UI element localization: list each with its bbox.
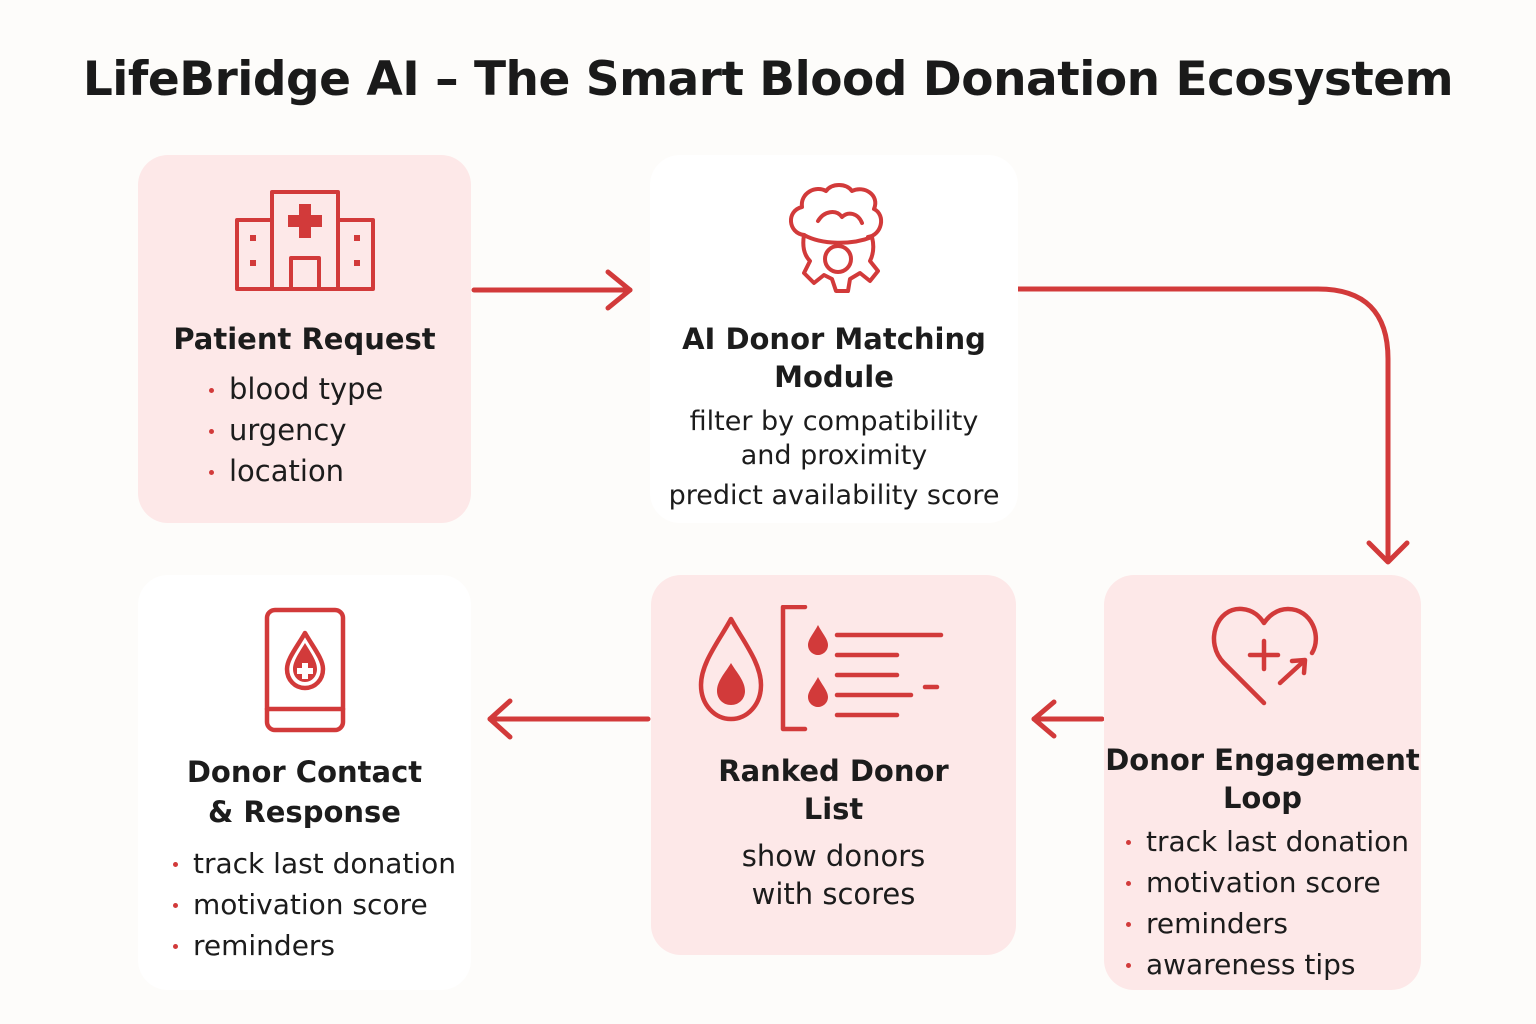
patient-request-card: Patient Request blood type urgency locat… <box>138 155 471 523</box>
ranked-list-card: Ranked Donor List show donors with score… <box>651 575 1016 955</box>
contact-card: Donor Contact & Response track last dona… <box>138 575 471 990</box>
ranked-list-title: Ranked Donor List <box>651 752 1016 828</box>
ranked-list-text-line1: show donors <box>741 839 926 873</box>
list-item: reminders <box>1124 903 1409 944</box>
engagement-card: Donor Engagement Loop track last donatio… <box>1104 575 1421 990</box>
ai-matching-description: filter by compatibility and proximity pr… <box>650 405 1018 513</box>
ai-matching-title: AI Donor Matching Module <box>650 320 1018 396</box>
arrow-ranked-to-contact <box>487 698 651 740</box>
ai-matching-card: AI Donor Matching Module filter by compa… <box>650 155 1018 523</box>
ranked-list-title-line2: List <box>803 792 864 826</box>
ai-matching-text-line2: and proximity <box>740 440 928 471</box>
contact-title-line1: Donor Contact <box>186 755 423 789</box>
ranked-list-title-line1: Ranked Donor <box>718 754 949 788</box>
list-item: track last donation <box>1124 821 1409 862</box>
hospital-icon <box>235 190 375 291</box>
engagement-title-line2: Loop <box>1222 781 1303 815</box>
list-item: track last donation <box>171 843 456 884</box>
patient-request-list: blood type urgency location <box>207 369 383 492</box>
arrow-engagement-to-ranked <box>1031 699 1105 739</box>
patient-request-title: Patient Request <box>173 322 436 356</box>
list-item: reminders <box>171 925 456 966</box>
blood-drop-list-icon <box>698 605 944 732</box>
engagement-title-line1: Donor Engagement <box>1105 743 1420 777</box>
list-item: motivation score <box>1124 862 1409 903</box>
list-item: awareness tips <box>1124 944 1409 985</box>
list-item: urgency <box>207 410 383 451</box>
list-item: motivation score <box>171 884 456 925</box>
ai-matching-title-line2: Module <box>774 360 894 394</box>
brain-gear-icon <box>789 183 884 293</box>
contact-list: track last donation motivation score rem… <box>171 843 456 966</box>
arrow-matching-to-engagement <box>1015 286 1410 565</box>
ranked-list-text-line2: with scores <box>751 877 916 911</box>
arrow-request-to-matching <box>471 269 633 311</box>
ai-matching-title-line1: AI Donor Matching <box>682 322 986 356</box>
engagement-title: Donor Engagement Loop <box>1104 741 1421 817</box>
ranked-list-description: show donors with scores <box>651 837 1016 913</box>
ai-matching-text-line3: predict availability score <box>668 480 1000 511</box>
list-item: blood type <box>207 369 383 410</box>
contact-title-line2: & Response <box>208 795 401 829</box>
engagement-list: track last donation motivation score rem… <box>1124 821 1409 985</box>
diagram-title: LifeBridge AI – The Smart Blood Donation… <box>82 52 1454 107</box>
ai-matching-text-line1: filter by compatibility <box>689 406 979 437</box>
phone-drop-icon <box>264 607 346 733</box>
list-item: location <box>207 451 383 492</box>
heart-plus-icon <box>1211 606 1319 706</box>
contact-title: Donor Contact & Response <box>138 753 471 831</box>
